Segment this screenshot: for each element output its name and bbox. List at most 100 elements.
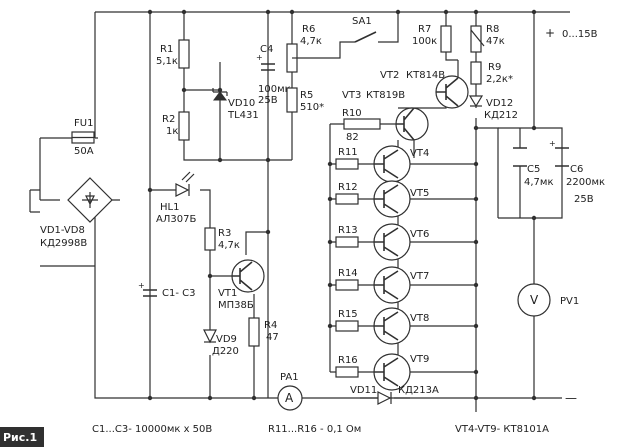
vd12-ref: VD12 xyxy=(486,98,513,109)
output-range: 0...15В xyxy=(562,29,598,40)
svg-text:+: + xyxy=(138,281,145,290)
voltmeter-pv1: V PV1 xyxy=(517,283,579,317)
resistor-r7: R7 100к xyxy=(412,24,452,53)
fu1-value: 50A xyxy=(74,146,94,157)
c5-ref: C5 xyxy=(527,164,540,175)
c6-value: 2200мк xyxy=(566,177,605,188)
resistor-r9: R9 2,2к* xyxy=(470,61,513,85)
r3-ref: R3 xyxy=(218,228,231,239)
vt2-ref: VT2 xyxy=(380,70,399,81)
diode-bridge-vd1-vd8: VD1-VD8 КД2998В xyxy=(29,138,120,267)
resistor-note: R11...R16 - 0,1 Ом xyxy=(268,424,361,435)
transistor-note: VT4-VT9- КТ8101А xyxy=(455,424,549,435)
capacitor-c5: C5 4,7мк xyxy=(513,147,554,188)
ammeter-pa1: A PA1 xyxy=(277,372,303,411)
transistor-vt5: VT5 xyxy=(373,180,429,218)
hl1-ref: HL1 xyxy=(160,202,179,213)
diode-vd12: VD12 КД212 xyxy=(468,95,518,121)
diode-vd9: VD9 Д220 xyxy=(203,329,239,357)
r10-ref: R10 xyxy=(342,108,362,119)
c4-value: 100мк xyxy=(258,84,291,95)
output-minus: — xyxy=(565,391,577,405)
vt8-ref: VT8 xyxy=(410,313,429,324)
c4-ref: C4 xyxy=(260,44,273,55)
sa1-ref: SA1 xyxy=(352,16,372,27)
transistor-vt8: VT8 xyxy=(373,307,429,345)
resistor-r2: R2 1к xyxy=(162,111,190,141)
vd10-type: TL431 xyxy=(227,110,259,121)
svg-text:+: + xyxy=(256,53,263,62)
resistor-r1: R1 5,1к xyxy=(156,39,190,69)
bridge-type: КД2998В xyxy=(40,238,87,249)
vt1-ref: VT1 xyxy=(218,288,237,299)
r14-ref: R14 xyxy=(338,268,358,279)
capacitor-c6: + C6 2200мк 25В xyxy=(549,139,605,205)
svg-text:+: + xyxy=(549,139,556,148)
transistor-vt2: VT2 КТ814В xyxy=(380,70,469,109)
vd9-ref: VD9 xyxy=(216,334,237,345)
r9-ref: R9 xyxy=(488,62,501,73)
r7-ref: R7 xyxy=(418,24,431,35)
r6-value: 4,7к xyxy=(300,36,322,47)
resistor-r8: R8 47к xyxy=(470,24,505,53)
r6-ref: R6 xyxy=(302,24,315,35)
vt2-type: КТ814В xyxy=(406,70,445,81)
bridge-ref: VD1-VD8 xyxy=(40,225,85,236)
r15-ref: R15 xyxy=(338,309,358,320)
capacitor-c4: + C4 100мк 25В xyxy=(256,44,291,106)
figure-tag-label: Рис.1 xyxy=(3,431,37,444)
r13-ref: R13 xyxy=(338,225,358,236)
vt3-ref: VT3 xyxy=(342,90,361,101)
fu1-ref: FU1 xyxy=(74,118,93,129)
r8-value: 47к xyxy=(486,36,505,47)
vt3-type: КТ819В xyxy=(366,90,405,101)
pa1-ref: PA1 xyxy=(280,372,299,383)
vt6-ref: VT6 xyxy=(410,229,429,240)
vt5-ref: VT5 xyxy=(410,188,429,199)
emitter-resistors: R11 R12 R13 R14 R15 R16 xyxy=(335,147,359,378)
power-transistors: VT4 VT5 VT6 VT7 VT8 VT9 xyxy=(373,145,429,391)
footer-notes: C1...C3- 10000мк х 50В R11...R16 - 0,1 О… xyxy=(92,424,549,435)
vd11-ref: VD11 xyxy=(350,385,377,396)
r8-ref: R8 xyxy=(486,24,499,35)
pv1-ref: PV1 xyxy=(560,296,579,307)
r3-value: 4,7к xyxy=(218,240,240,251)
r9-value: 2,2к* xyxy=(486,74,513,85)
resistor-r10: R10 82 xyxy=(342,108,381,143)
r2-value: 1к xyxy=(166,126,178,137)
r4-ref: R4 xyxy=(264,320,277,331)
zener-vd10: VD10 TL431 xyxy=(212,88,259,121)
vd9-type: Д220 xyxy=(212,346,239,357)
voltmeter-symbol: V xyxy=(530,293,539,307)
hl1-type: АЛ307Б xyxy=(156,214,196,225)
r1-ref: R1 xyxy=(160,44,173,55)
transistor-vt6: VT6 xyxy=(373,223,429,261)
output-terminals: + 0...15В — xyxy=(545,26,598,405)
r12-ref: R12 xyxy=(338,182,358,193)
figure-tag: Рис.1 xyxy=(0,427,44,447)
vt9-ref: VT9 xyxy=(410,354,429,365)
capacitor-bank-c1-c3: + C1- C3 xyxy=(138,281,195,299)
r5-value: 510* xyxy=(300,102,324,113)
c6-ref: C6 xyxy=(570,164,583,175)
ammeter-symbol: A xyxy=(285,391,294,405)
r1-value: 5,1к xyxy=(156,56,178,67)
transistor-vt9: VT9 xyxy=(373,353,429,391)
vt4-ref: VT4 xyxy=(410,148,429,159)
vt7-ref: VT7 xyxy=(410,271,429,282)
r5-ref: R5 xyxy=(300,90,313,101)
switch-sa1: SA1 xyxy=(352,16,377,43)
transistor-vt7: VT7 xyxy=(373,266,429,304)
output-plus: + xyxy=(545,26,555,40)
c-bank-ref: C1- C3 xyxy=(162,288,195,299)
vd11-type: КД213А xyxy=(398,385,439,396)
r7-value: 100к xyxy=(412,36,437,47)
wire-junctions xyxy=(147,9,537,401)
resistor-r6: R6 4,7к xyxy=(286,24,322,73)
capacitor-note: C1...C3- 10000мк х 50В xyxy=(92,424,212,435)
transistor-vt1: VT1 МП38Б xyxy=(218,259,265,311)
resistor-r4: R4 47 xyxy=(248,317,279,347)
r16-ref: R16 xyxy=(338,355,358,366)
c5-value: 4,7мк xyxy=(524,177,554,188)
